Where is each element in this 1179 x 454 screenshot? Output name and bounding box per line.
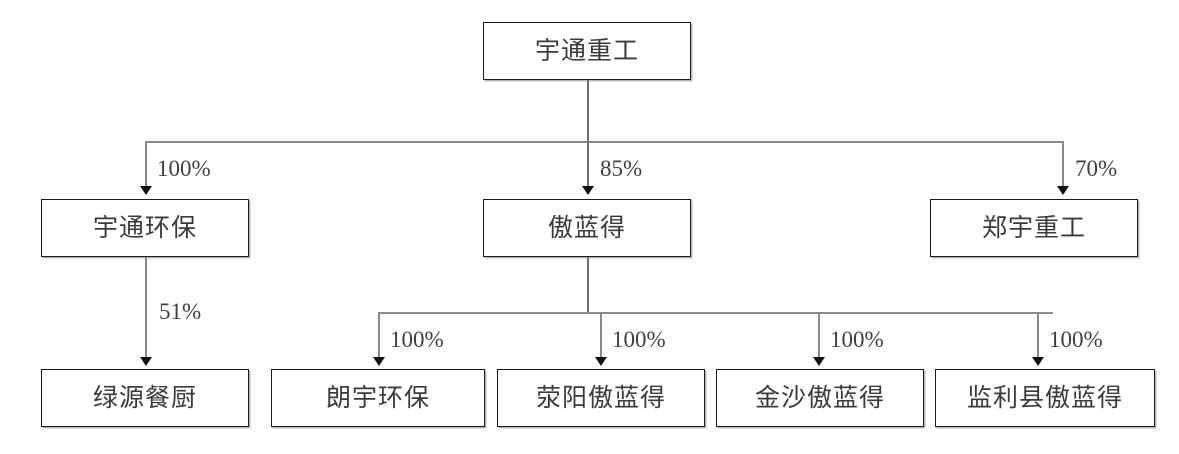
connector-aolande-to-langyu (378, 312, 380, 360)
node-label-aolande: 傲蓝得 (547, 214, 626, 242)
connector-root-to-yutong-huanbao (145, 141, 147, 189)
node-aolande[interactable]: 傲蓝得 (483, 199, 691, 257)
node-jianli-aolande[interactable]: 监利县傲蓝得 (935, 369, 1155, 427)
connector-aolande-to-xingyang (600, 312, 602, 360)
node-lvyuan-canchu[interactable]: 绿源餐厨 (41, 369, 249, 427)
connector-root-to-aolande (587, 141, 589, 189)
node-langyu-huanbao[interactable]: 朗宇环保 (271, 369, 485, 427)
node-jinsha-aolande[interactable]: 金沙傲蓝得 (716, 369, 924, 427)
node-label-xingyang-aolande: 荥阳傲蓝得 (535, 384, 666, 412)
edge-label-aolande-to-jinsha: 100% (830, 327, 884, 352)
connector-aolande-to-jinsha (818, 312, 820, 360)
node-yutong-huanbao[interactable]: 宇通环保 (41, 199, 249, 257)
edge-label-aolande-to-langyu: 100% (390, 327, 444, 352)
arrowhead-aolande-to-jinsha (813, 357, 825, 366)
node-zhengyu-heavy[interactable]: 郑宇重工 (930, 199, 1138, 257)
node-label-zhengyu-heavy: 郑宇重工 (981, 214, 1086, 242)
connector-yutong-huanbao-to-lvyuan (145, 257, 147, 361)
node-xingyang-aolande[interactable]: 荥阳傲蓝得 (497, 369, 705, 427)
node-label-yutong-heavy: 宇通重工 (534, 37, 639, 65)
connector-top-bus (145, 141, 1063, 143)
arrowhead-aolande-to-xingyang (595, 357, 607, 366)
arrowhead-root-to-yutong-huanbao (140, 186, 152, 195)
node-label-jianli-aolande: 监利县傲蓝得 (966, 384, 1123, 412)
edge-label-aolande-to-xingyang: 100% (612, 327, 666, 352)
arrowhead-aolande-to-jianli (1032, 357, 1044, 366)
edge-label-huanbao-to-lvyuan: 51% (159, 299, 202, 324)
connector-root-to-zhengyu (1062, 141, 1064, 189)
edge-label-root-to-yutong-huanbao: 100% (157, 156, 211, 181)
node-label-langyu-huanbao: 朗宇环保 (325, 384, 430, 412)
connector-root-stem (587, 80, 589, 142)
node-label-yutong-huanbao: 宇通环保 (92, 214, 197, 242)
node-yutong-heavy[interactable]: 宇通重工 (483, 22, 691, 80)
arrowhead-aolande-to-langyu (373, 357, 385, 366)
node-label-jinsha-aolande: 金沙傲蓝得 (754, 384, 885, 412)
arrowhead-yutong-huanbao-to-lvyuan (140, 357, 152, 366)
connector-aolande-stem (587, 257, 589, 313)
edge-label-root-to-zhengyu: 70% (1075, 156, 1118, 181)
edge-label-root-to-aolande: 85% (600, 156, 643, 181)
edge-label-aolande-to-jianli: 100% (1049, 327, 1103, 352)
connector-aolande-to-jianli (1037, 312, 1039, 360)
arrowhead-root-to-aolande (582, 186, 594, 195)
node-label-lvyuan-canchu: 绿源餐厨 (92, 384, 197, 412)
connector-lower-bus (378, 312, 1053, 314)
arrowhead-root-to-zhengyu (1057, 186, 1069, 195)
